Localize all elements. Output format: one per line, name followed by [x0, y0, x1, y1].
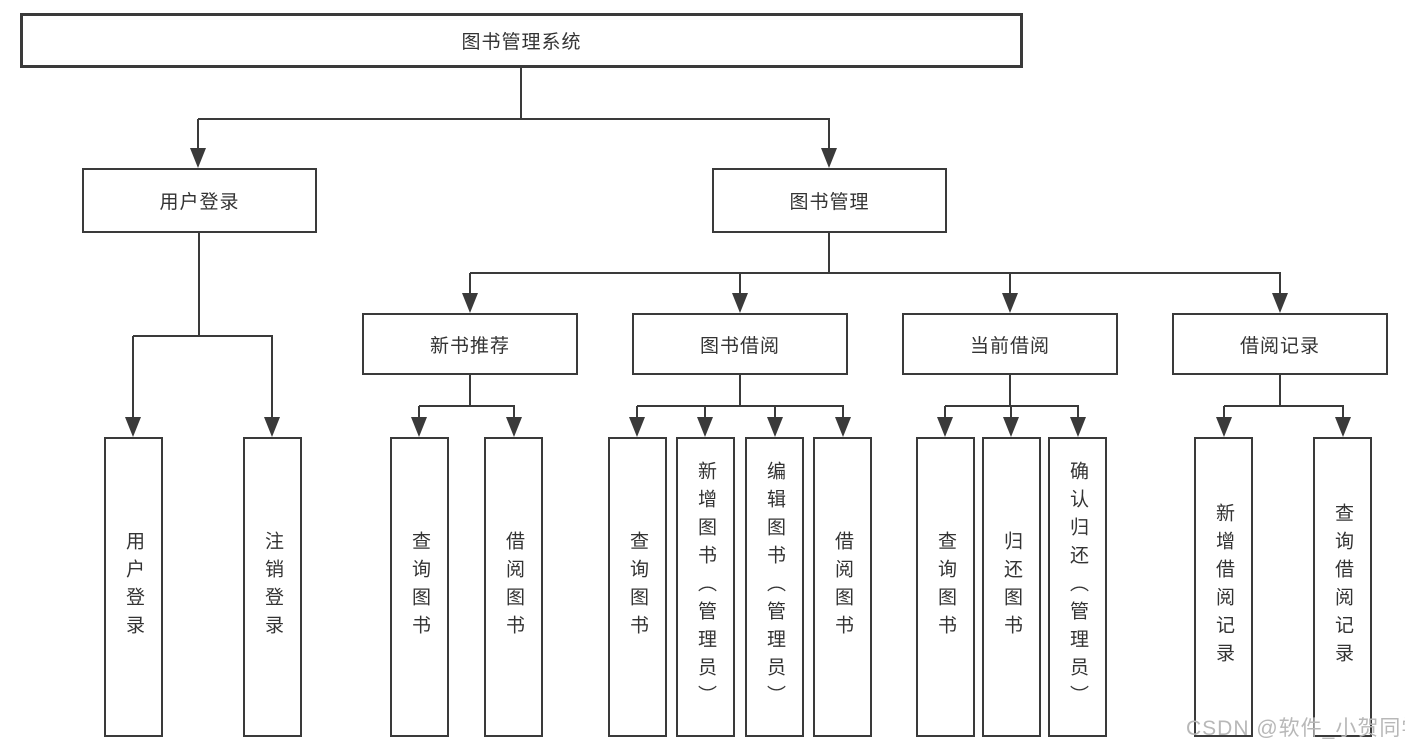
node-label: 归还图书: [1001, 531, 1022, 643]
csdn-watermark: CSDN @软件_小贺同学: [1186, 717, 1405, 740]
leaf-query-books-borrow: 查询图书: [608, 437, 667, 737]
leaf-user-login: 用户登录: [104, 437, 163, 737]
node-label: 查询图书: [935, 531, 956, 643]
node-label: 编辑图书（管理员）: [764, 461, 785, 713]
node-label: 图书管理: [789, 192, 870, 213]
node-book-borrow: 图书借阅: [632, 313, 848, 375]
leaf-return-books: 归还图书: [982, 437, 1041, 737]
node-user-login: 用户登录: [82, 168, 317, 233]
node-borrow-records: 借阅记录: [1172, 313, 1388, 375]
leaf-add-books-admin: 新增图书（管理员）: [676, 437, 735, 737]
node-label: 查询图书: [627, 531, 648, 643]
leaf-borrow-books: 借阅图书: [813, 437, 872, 737]
node-label: 确认归还（管理员）: [1067, 461, 1088, 713]
leaf-query-books-recommend: 查询图书: [390, 437, 449, 737]
node-label: 新增图书（管理员）: [695, 461, 716, 713]
node-label: 新增借阅记录: [1213, 503, 1234, 671]
node-label: 借阅图书: [503, 531, 524, 643]
node-label: 用户登录: [123, 531, 144, 643]
leaf-add-borrow-record: 新增借阅记录: [1194, 437, 1253, 737]
leaf-query-books-current: 查询图书: [916, 437, 975, 737]
node-label: 借阅图书: [832, 531, 853, 643]
node-label: 图书借阅: [699, 335, 780, 357]
node-label: 新书推荐: [429, 335, 510, 357]
node-system-root: 图书管理系统: [20, 13, 1023, 68]
leaf-logout: 注销登录: [243, 437, 302, 737]
node-label: 借阅记录: [1239, 335, 1320, 357]
node-label: 查询借阅记录: [1332, 503, 1353, 671]
leaf-query-borrow-record: 查询借阅记录: [1313, 437, 1372, 737]
node-label: 用户登录: [159, 192, 240, 213]
leaf-confirm-return-admin: 确认归还（管理员）: [1048, 437, 1107, 737]
node-label: 当前借阅: [969, 335, 1050, 357]
node-book-management: 图书管理: [712, 168, 947, 233]
node-label: 查询图书: [409, 531, 430, 643]
leaf-edit-books-admin: 编辑图书（管理员）: [745, 437, 804, 737]
node-label: 注销登录: [262, 531, 283, 643]
node-current-borrow: 当前借阅: [902, 313, 1118, 375]
node-label: 图书管理系统: [461, 32, 582, 53]
leaf-borrow-books-recommend: 借阅图书: [484, 437, 543, 737]
node-new-book-recommend: 新书推荐: [362, 313, 578, 375]
